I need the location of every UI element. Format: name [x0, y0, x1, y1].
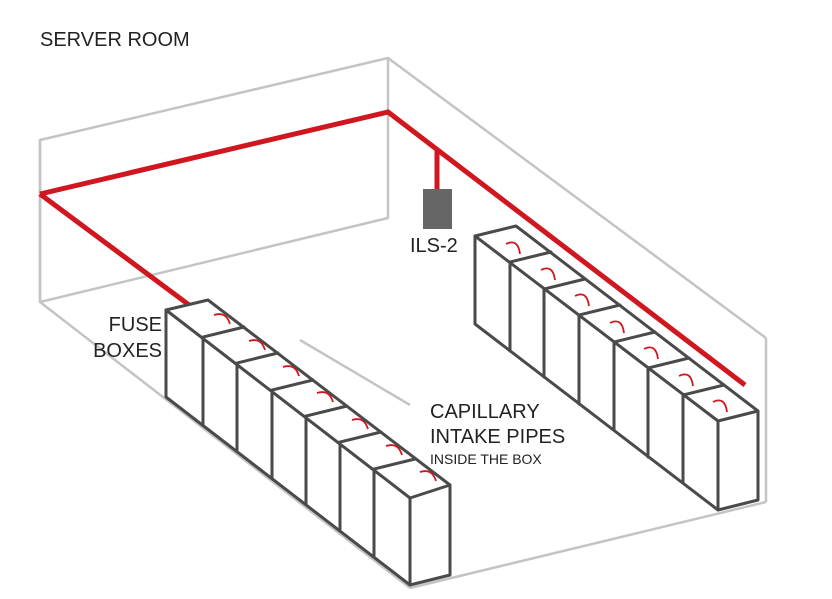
intake-arc — [609, 320, 625, 334]
detector-unit-ils2 — [423, 189, 452, 229]
cabinet-row-right — [473, 224, 760, 512]
right-cabinet-divider — [646, 356, 691, 459]
right-row-end-top-edge — [716, 409, 760, 423]
intake-arc — [678, 373, 694, 387]
intake-arc — [712, 399, 728, 413]
intake-arc — [351, 418, 369, 430]
fuse-boxes-label-line1: FUSE — [109, 314, 162, 336]
intake-arc — [574, 293, 590, 307]
right-cabinet-divider — [681, 383, 726, 485]
intake-arc — [213, 313, 231, 325]
room-floor-front-edge — [409, 500, 767, 590]
right-cabinet-divider — [577, 303, 622, 406]
room-top-right-edge — [387, 56, 767, 340]
intake-arc — [540, 267, 556, 281]
fuse-boxes-label-line2: BOXES — [93, 340, 162, 362]
diagram-title: SERVER ROOM — [40, 29, 190, 51]
left-cabinet-divider — [235, 351, 280, 453]
right-cabinet-divider — [542, 277, 587, 379]
left-cabinet-divider — [372, 457, 417, 559]
right-row-dividers — [508, 250, 726, 485]
fuse-box-row-left — [164, 298, 452, 587]
intake-arc — [505, 241, 521, 255]
room-outline-back — [38, 56, 390, 304]
intake-arc — [248, 339, 266, 351]
right-cabinet-divider — [612, 330, 657, 432]
capillary-label-line2: INTAKE PIPES — [430, 426, 565, 448]
capillary-label-line3: INSIDE THE BOX — [430, 451, 542, 467]
detector-label: ILS-2 — [410, 235, 458, 257]
left-row-front-top-edge — [164, 308, 412, 500]
left-cabinet-divider — [304, 404, 349, 506]
ceiling-pipe-main — [39, 109, 747, 387]
left-cabinet-divider — [201, 325, 246, 427]
right-row-body — [473, 224, 760, 512]
left-row-intake-arcs — [213, 313, 437, 482]
left-row-end-top-edge — [408, 483, 452, 500]
left-row-dividers — [201, 325, 417, 559]
right-cabinet-divider — [508, 250, 553, 353]
intake-arc — [282, 365, 300, 377]
room-floor-center-line — [299, 338, 411, 407]
intake-arc — [385, 444, 403, 456]
room-floor-left-edge — [39, 301, 411, 589]
intake-arc — [643, 346, 659, 360]
capillary-label-line1: CAPILLARY — [430, 401, 540, 423]
left-cabinet-divider — [270, 378, 315, 480]
left-cabinet-divider — [338, 430, 383, 532]
intake-arc — [419, 470, 437, 482]
room-outline-floor — [39, 56, 768, 590]
right-row-intake-arcs — [505, 241, 728, 413]
right-row-front-top-edge — [473, 234, 720, 423]
intake-arc — [316, 391, 334, 403]
